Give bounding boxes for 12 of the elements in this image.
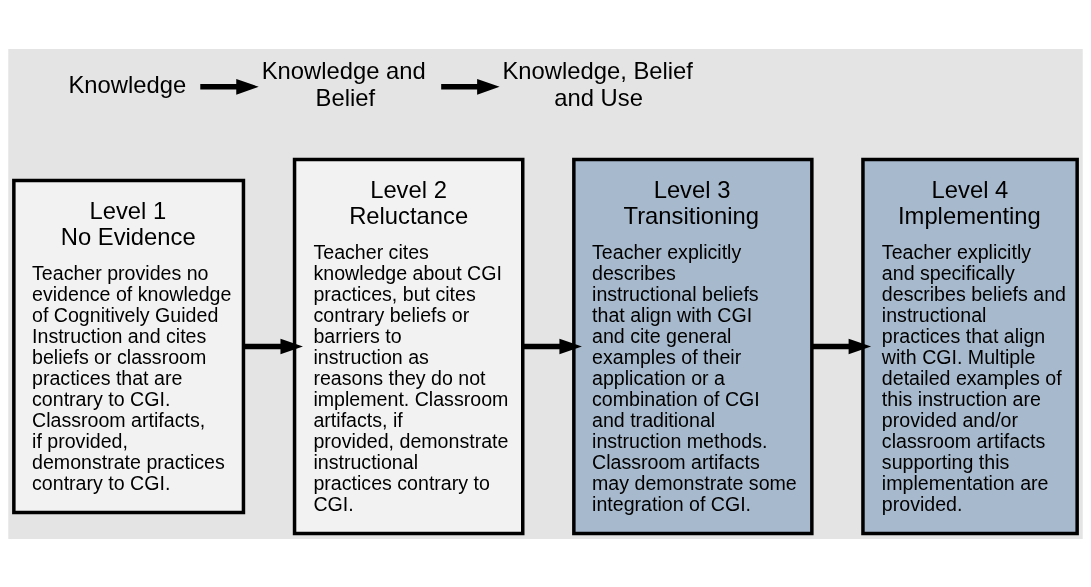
arrow [441, 78, 500, 95]
arrow [243, 338, 303, 354]
node-box: Level 3 Transitioning Teacher explicitly describes instructional beliefs that align with CGI and cite general examples of their application or a combination of CGI and traditional instruction methods. Classroom artifacts may demonstrate some integration of CGI. [572, 157, 814, 535]
arrow [811, 338, 872, 354]
node-text: Knowledge, Belief and Use [502, 56, 693, 111]
node-box: Level 2 Reluctance Teacher cites knowledge about CGI practices, but cites contrary beliefs or barriers to instruction as reasons they do not implement. Classroom artifacts, if provided, demonstrate instructional practices contrary to CGI. [292, 157, 525, 535]
arrow [523, 338, 582, 354]
node-box: Level 1 No Evidence Teacher provides no evidence of knowledge of Cognitively Guided Instruction and cites beliefs or classroom practices that are contrary to CGI. Classroom artifacts, if provided, demonstrate practices contrary to CGI. [12, 178, 246, 514]
node-text: Knowledge [68, 70, 187, 98]
node-box: Level 4 Implementing Teacher explicitly and specifically describes beliefs and instructional practices that align with CGI. Multiple detailed examples of this instruction are provided and/or classroom artifacts supporting this implementation are provided. [861, 157, 1079, 535]
node-text: Knowledge and Belief [261, 56, 426, 111]
arrow [200, 78, 259, 95]
